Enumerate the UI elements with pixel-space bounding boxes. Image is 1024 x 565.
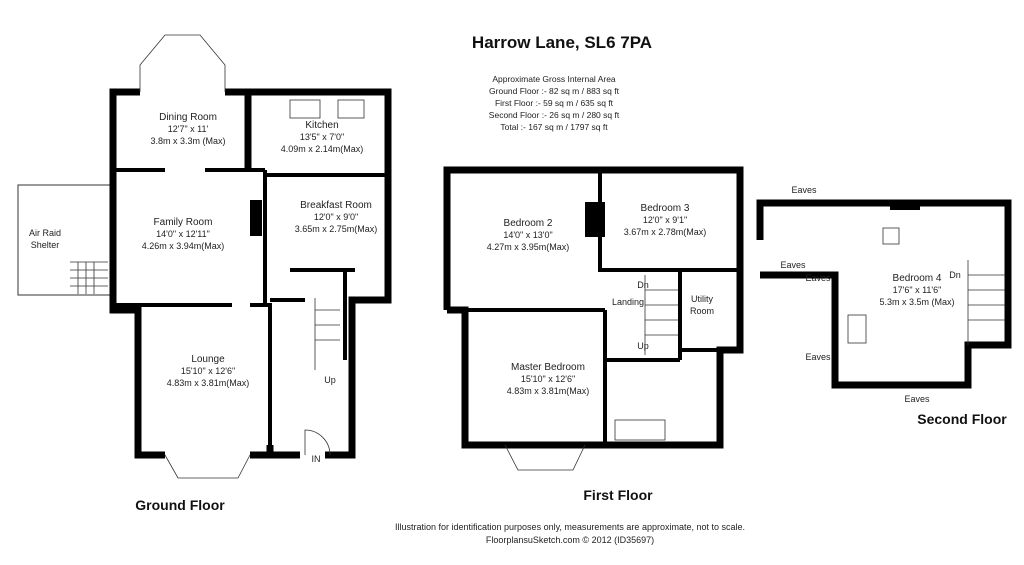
room-name: Dining Room xyxy=(159,112,217,123)
room-metric: 4.83m x 3.81m(Max) xyxy=(167,378,250,388)
ground-floor-plan: Dining Room 12'7" x 11' 3.8m x 3.3m (Max… xyxy=(17,34,392,513)
area-heading: Approximate Gross Internal Area xyxy=(492,74,616,84)
room-name: Family Room xyxy=(154,217,213,228)
room-name: Bedroom 2 xyxy=(504,218,553,229)
room-imperial: 12'7" x 11' xyxy=(168,124,209,134)
first-floor-label: First Floor xyxy=(583,487,653,503)
area-ground: Ground Floor :- 82 sq m / 883 sq ft xyxy=(489,86,620,96)
eaves-label: Eaves xyxy=(805,273,831,283)
room-metric: 4.27m x 3.95m(Max) xyxy=(487,242,570,252)
room-imperial: 15'10" x 12'6" xyxy=(521,374,575,384)
room-imperial: 14'0" x 13'0" xyxy=(503,230,552,240)
eaves-label: Eaves xyxy=(791,185,817,195)
first-floor-plan: Bedroom 2 14'0" x 13'0" 4.27m x 3.95m(Ma… xyxy=(443,166,744,503)
shelter-label: Shelter xyxy=(31,240,60,250)
room-imperial: 13'5" x 7'0" xyxy=(300,132,344,142)
property-title: Harrow Lane, SL6 7PA xyxy=(472,33,652,52)
utility-label: Utility xyxy=(691,294,713,304)
area-second: Second Floor :- 26 sq m / 280 sq ft xyxy=(489,110,620,120)
room-metric: 4.09m x 2.14m(Max) xyxy=(281,144,364,154)
room-name: Lounge xyxy=(191,354,225,365)
ground-floor-label: Ground Floor xyxy=(135,497,225,513)
eaves-label: Eaves xyxy=(780,260,806,270)
room-name: Master Bedroom xyxy=(511,362,585,373)
area-first: First Floor :- 59 sq m / 635 sq ft xyxy=(495,98,614,108)
room-metric: 4.83m x 3.81m(Max) xyxy=(507,386,590,396)
room-imperial: 12'0" x 9'1" xyxy=(643,215,687,225)
stairs-down-label: Dn xyxy=(637,280,649,290)
second-floor-plan: Bedroom 4 17'6" x 11'6" 5.3m x 3.5m (Max… xyxy=(756,185,1012,427)
entrance-label: IN xyxy=(312,454,321,464)
room-imperial: 15'10" x 12'6" xyxy=(181,366,235,376)
stairs-up-label: Up xyxy=(637,341,649,351)
room-metric: 4.26m x 3.94m(Max) xyxy=(142,241,225,251)
eaves-label: Eaves xyxy=(805,352,831,362)
room-imperial: 12'0" x 9'0" xyxy=(314,212,358,222)
room-name: Bedroom 4 xyxy=(893,273,942,284)
credit: FloorplansuSketch.com © 2012 (ID35697) xyxy=(486,535,654,545)
second-floor-label: Second Floor xyxy=(917,411,1007,427)
room-name: Breakfast Room xyxy=(300,200,372,211)
room-metric: 3.67m x 2.78m(Max) xyxy=(624,227,707,237)
disclaimer: Illustration for identification purposes… xyxy=(395,522,745,532)
room-imperial: 14'0" x 12'11" xyxy=(156,229,210,239)
area-summary: Approximate Gross Internal Area Ground F… xyxy=(489,74,620,132)
room-metric: 3.65m x 2.75m(Max) xyxy=(295,224,378,234)
landing-label: Landing xyxy=(612,297,644,307)
air-raid-shelter xyxy=(17,184,111,296)
room-name: Bedroom 3 xyxy=(641,203,690,214)
eaves-label: Eaves xyxy=(904,394,930,404)
area-total: Total :- 167 sq m / 1797 sq ft xyxy=(500,122,608,132)
shelter-label: Air Raid xyxy=(29,228,61,238)
room-name: Kitchen xyxy=(305,120,338,131)
room-imperial: 17'6" x 11'6" xyxy=(893,285,942,295)
room-metric: 3.8m x 3.3m (Max) xyxy=(150,136,225,146)
stairs-up-label: Up xyxy=(324,375,336,385)
utility-label: Room xyxy=(690,306,714,316)
stairs-down-label: Dn xyxy=(949,270,961,280)
room-metric: 5.3m x 3.5m (Max) xyxy=(879,297,954,307)
